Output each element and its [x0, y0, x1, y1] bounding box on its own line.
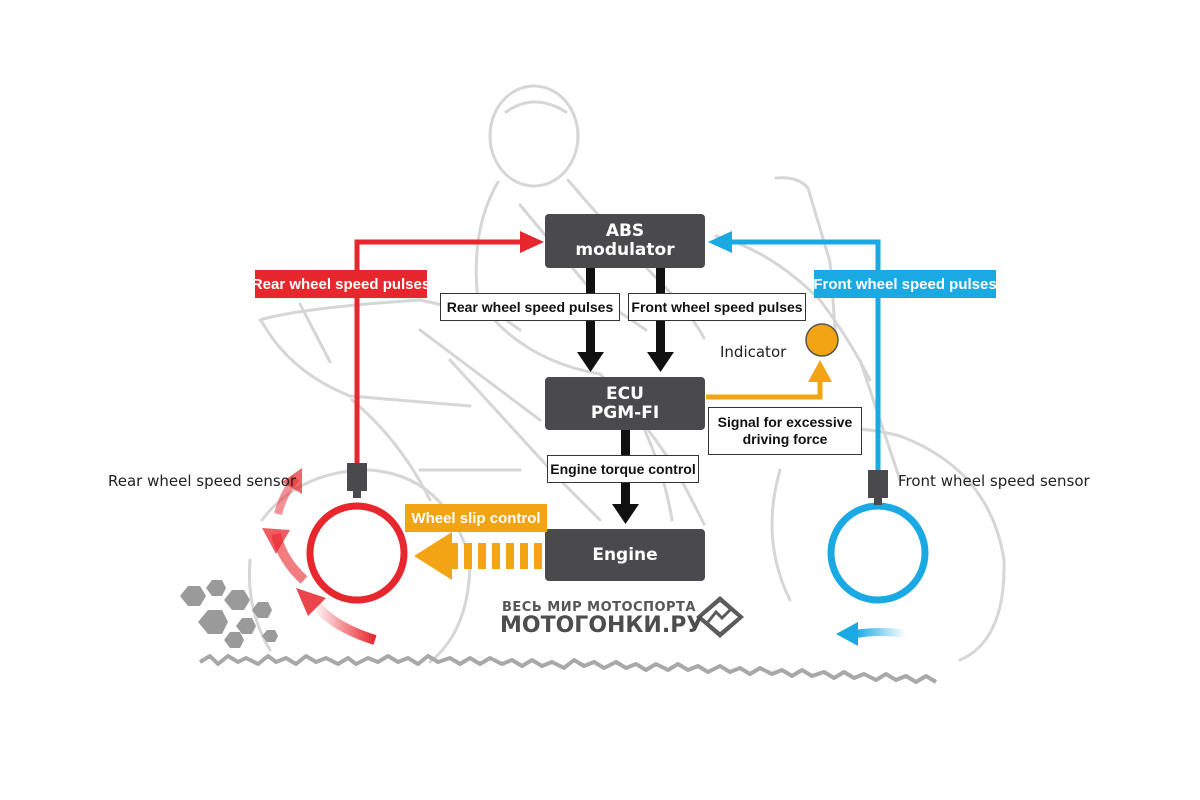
- indicator-lamp-icon: [805, 323, 839, 357]
- rear-wheel-spin-arrows: [262, 468, 377, 645]
- signal-excessive-line1: Signal for excessive: [717, 414, 853, 431]
- front-pulses-label: Front wheel speed pulses: [628, 293, 806, 321]
- watermark-line1: ВЕСЬ МИР МОТОСПОРТА: [502, 600, 696, 615]
- front-sensor-icon: [868, 470, 888, 498]
- indicator-label: Indicator: [720, 343, 787, 361]
- wheel-slip-arrow: [414, 532, 546, 580]
- abs-modulator-box: ABS modulator: [545, 214, 705, 268]
- engine-box: Engine: [545, 529, 705, 581]
- rubble-stones: [180, 580, 278, 648]
- abs-modulator-line1: ABS: [605, 221, 645, 242]
- watermark-logo-icon: [696, 596, 744, 638]
- abs-modulator-line2: modulator: [575, 240, 675, 260]
- ecu-line1: ECU: [606, 383, 644, 404]
- ground-line: [198, 654, 938, 684]
- front-sensor-label: Front wheel speed sensor: [898, 472, 1090, 490]
- rear-pulses-line: [354, 231, 544, 463]
- rear-pulses-tag: Rear wheel speed pulses: [252, 270, 430, 298]
- rear-sensor-label: Rear wheel speed sensor: [108, 472, 297, 490]
- front-wheel: [827, 502, 929, 604]
- signal-excessive-line2: driving force: [742, 431, 828, 447]
- signal-excessive-label: Signal for excessive driving force: [708, 407, 862, 455]
- engine-torque-label: Engine torque control: [547, 455, 699, 483]
- wheel-slip-tag: Wheel slip control: [405, 504, 547, 532]
- front-pulses-tag: Front wheel speed pulses: [813, 270, 997, 298]
- ecu-box: ECU PGM-FI: [545, 377, 705, 430]
- rear-wheel: [306, 502, 408, 604]
- rear-sensor-icon: [347, 463, 367, 491]
- ecu-line2: PGM-FI: [590, 402, 660, 423]
- engine-label: Engine: [592, 544, 658, 565]
- watermark-line2: МОТОГОНКИ.РУ: [500, 613, 704, 638]
- front-wheel-rotation-arrow: [836, 622, 907, 646]
- indicator-signal-line: [706, 360, 832, 400]
- front-pulses-line: [708, 231, 881, 470]
- rear-pulses-label: Rear wheel speed pulses: [440, 293, 620, 321]
